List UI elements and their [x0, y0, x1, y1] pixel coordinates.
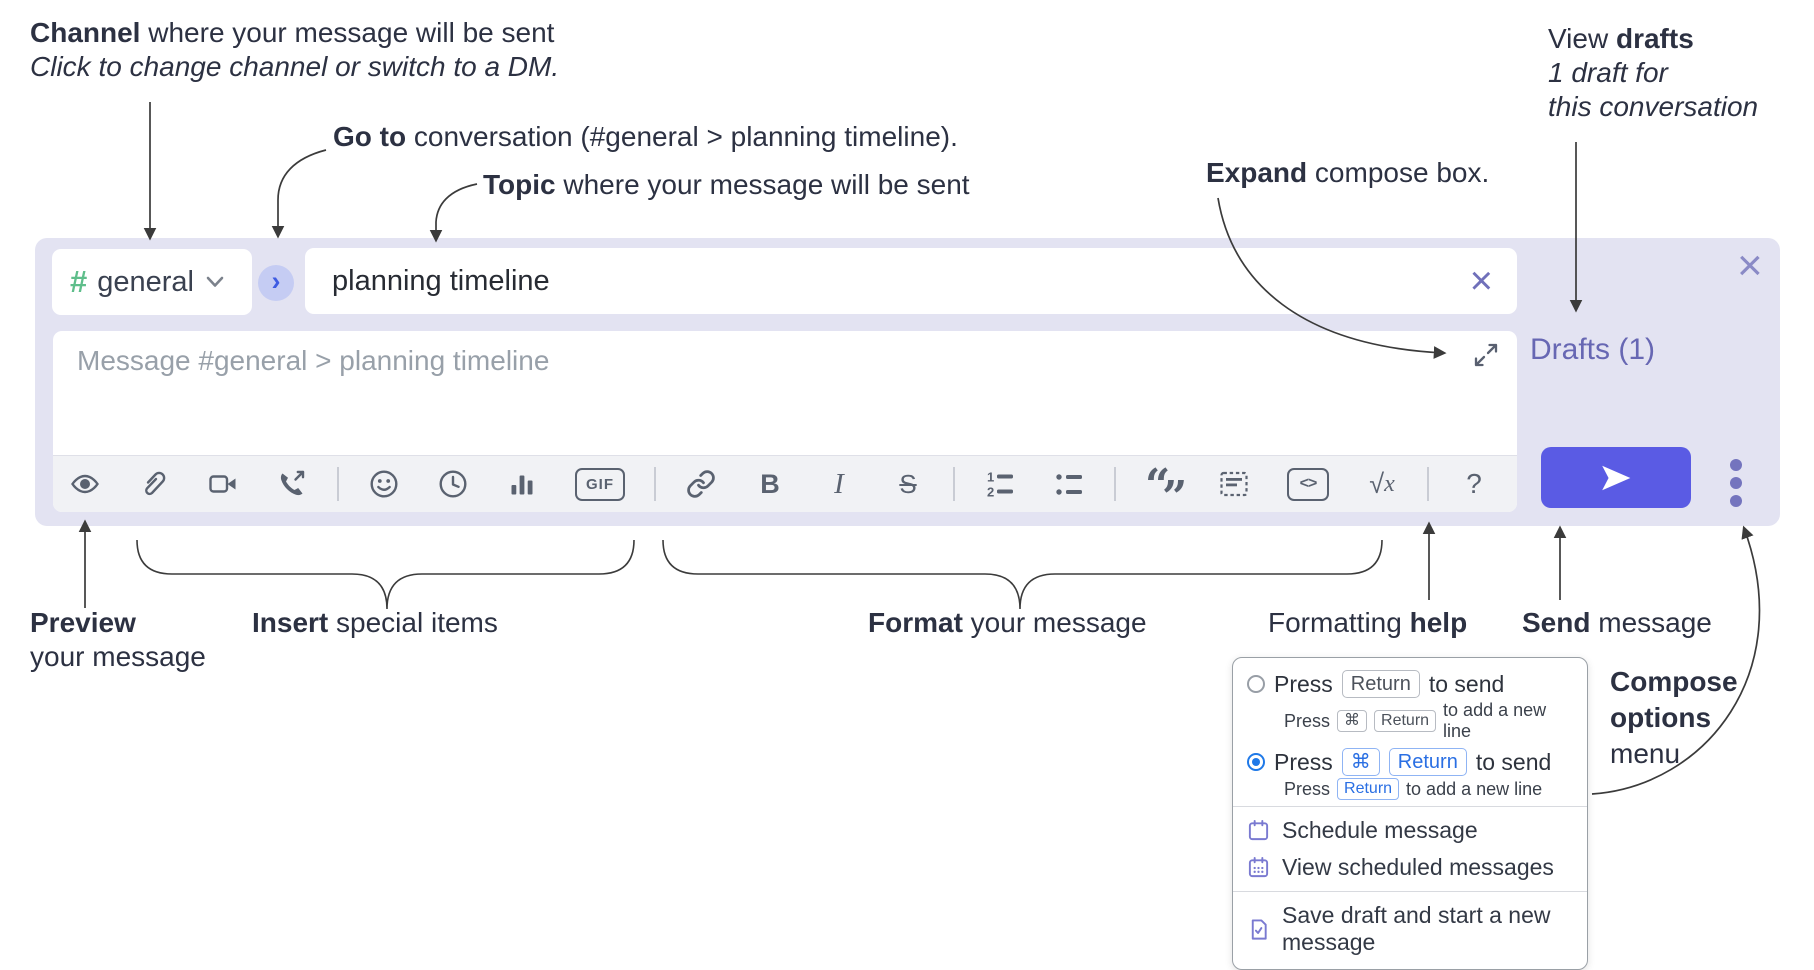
poll-icon[interactable] [506, 468, 538, 500]
topic-input[interactable]: planning timeline × [305, 248, 1517, 314]
draft-check-icon [1247, 918, 1270, 941]
channel-annotation: Channel where your message will be sent … [30, 17, 560, 82]
menu-item-save-draft[interactable]: Save draft and start a new message [1247, 897, 1573, 961]
goto-annotation: Go to conversation (#general > planning … [333, 121, 958, 152]
svg-text:2: 2 [987, 485, 994, 500]
go-chevron-icon: › [271, 266, 281, 296]
option-return-subtext: Press ⌘ Return to add a new line [1284, 700, 1547, 741]
send-annotation: Send message [1522, 607, 1712, 638]
emoji-icon[interactable] [368, 468, 400, 500]
quote-icon[interactable]: “ ” [1145, 460, 1188, 513]
video-call-icon[interactable] [207, 468, 239, 500]
arrow-goto [271, 149, 327, 239]
radio-selected-icon[interactable] [1247, 753, 1265, 771]
insert-annotation: Insert special items [252, 607, 498, 638]
math-icon[interactable]: √x [1369, 468, 1395, 499]
compose-options-button[interactable] [1718, 459, 1754, 507]
formatting-help-annotation: Formatting help [1268, 607, 1468, 638]
channel-hash-icon: # [70, 264, 88, 299]
spoiler-icon[interactable] [1218, 468, 1250, 500]
gif-icon[interactable]: GIF [575, 467, 625, 501]
code-icon[interactable]: <> [1287, 467, 1329, 501]
radio-unselected-icon[interactable] [1247, 675, 1265, 693]
message-panel: Message #general > planning timeline [53, 331, 1517, 512]
chevron-down-icon [206, 276, 224, 288]
key-return: Return [1374, 710, 1437, 732]
strikethrough-icon[interactable]: S [899, 468, 917, 499]
link-icon[interactable] [685, 468, 717, 500]
compose-options-annotation: Compose options menu [1610, 666, 1738, 769]
preview-annotation: Preview your message [30, 607, 206, 672]
menu-item-view-scheduled-messages[interactable]: View scheduled messages [1247, 849, 1573, 886]
go-to-conversation-button[interactable]: › [258, 265, 294, 301]
close-compose-icon[interactable]: × [1737, 241, 1763, 290]
view-drafts-annotation: View drafts 1 draft for this conversatio… [1548, 23, 1759, 122]
menu-divider [1233, 806, 1587, 807]
toolbar-divider [654, 467, 656, 501]
calendar-grid-icon [1247, 856, 1270, 879]
message-input[interactable]: Message #general > planning timeline [53, 331, 1517, 455]
bold-icon[interactable]: B [760, 468, 780, 499]
option-cmd-return-subtext: Press Return to add a new line [1284, 778, 1543, 800]
voice-call-icon[interactable] [276, 468, 308, 500]
italic-icon[interactable]: I [834, 467, 844, 500]
arrow-topic [429, 183, 478, 243]
key-return: Return [1341, 670, 1420, 698]
ellipsis-dot [1730, 459, 1742, 471]
key-return: Return [1337, 778, 1400, 800]
preview-eye-icon[interactable] [69, 468, 101, 500]
menu-item-schedule-message[interactable]: Schedule message [1247, 812, 1573, 849]
key-cmd: ⌘ [1341, 748, 1380, 776]
help-icon[interactable]: ? [1466, 468, 1482, 499]
send-plane-icon [1599, 461, 1633, 495]
message-placeholder: Message #general > planning timeline [77, 345, 550, 376]
expand-annotation: Expand compose box. [1206, 157, 1490, 188]
brace-format [662, 539, 1383, 610]
option-cmd-return-to-send[interactable]: Press ⌘ Return to send [1247, 748, 1573, 776]
format-annotation: Format your message [868, 607, 1147, 638]
option-return-to-send[interactable]: Press Return to send [1247, 670, 1573, 698]
calendar-icon [1247, 819, 1270, 842]
clear-topic-icon[interactable]: × [1469, 259, 1493, 303]
attach-paperclip-icon[interactable] [138, 468, 170, 500]
bulleted-list-icon[interactable] [1053, 468, 1085, 500]
compose-options-menu: Press Return to send Press ⌘ Return to a… [1232, 657, 1588, 970]
ellipsis-dot [1730, 477, 1742, 489]
brace-insert [136, 539, 635, 610]
channel-annotation-bold: Channel [30, 17, 141, 48]
key-cmd: ⌘ [1337, 710, 1368, 732]
time-icon[interactable] [437, 468, 469, 500]
ellipsis-dot [1730, 495, 1742, 507]
topic-annotation: Topic where your message will be sent [483, 169, 970, 200]
compose-box: # general › planning timeline × × Messag… [35, 238, 1780, 526]
menu-divider [1233, 891, 1587, 892]
drafts-link[interactable]: Drafts (1) [1530, 333, 1656, 366]
toolbar-divider [1427, 467, 1429, 501]
svg-text:1: 1 [987, 470, 994, 485]
toolbar-divider [337, 467, 339, 501]
channel-name: general [97, 265, 194, 298]
channel-selector[interactable]: # general [52, 249, 252, 315]
topic-value: planning timeline [332, 264, 550, 297]
toolbar-divider [1114, 467, 1116, 501]
send-button[interactable] [1541, 447, 1691, 508]
toolbar-divider [953, 467, 955, 501]
key-return: Return [1388, 748, 1467, 776]
expand-compose-icon[interactable] [1473, 342, 1499, 368]
